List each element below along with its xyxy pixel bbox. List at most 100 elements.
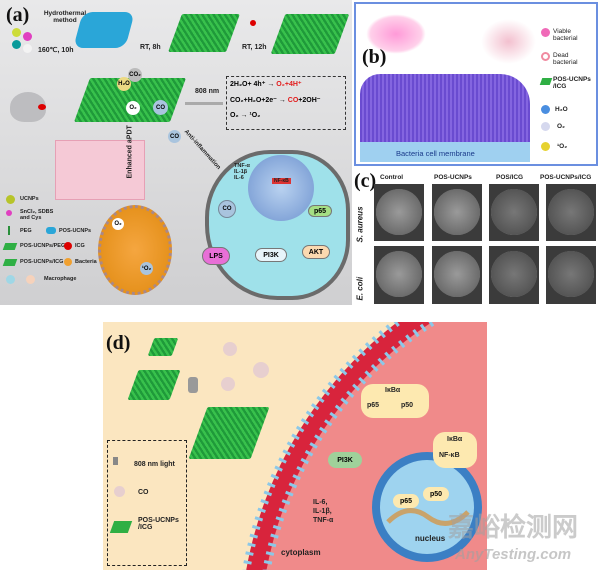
- plate-image: [489, 184, 539, 241]
- legend-label: O₂: [557, 123, 565, 130]
- plate-image: [374, 184, 424, 241]
- plate-image: [432, 246, 482, 304]
- legend-label: Dead bacterial: [553, 52, 578, 66]
- membrane-base: [360, 142, 530, 162]
- equation-3: O₂ → ¹O₂: [230, 112, 261, 119]
- watermark-cn: 嘉峪检测网: [448, 512, 579, 542]
- h2o-icon: [541, 105, 550, 114]
- icg-icon: [64, 242, 72, 250]
- cell-membrane: [360, 74, 530, 144]
- dna-helix: [386, 508, 470, 526]
- pos-ucnps-icg-sheet: [270, 14, 350, 54]
- dna-p65: p65: [393, 494, 419, 508]
- ikba-p65-p50-complex: IκBα p65 p50: [361, 384, 429, 418]
- cytoplasm-label: cytoplasm: [281, 548, 321, 557]
- watermark-en: AnyTesting.com: [455, 546, 572, 563]
- panel-b: Bacteria cell membrane (b) Viable bacter…: [354, 2, 598, 166]
- precursor-icon: [6, 210, 12, 216]
- dead-bacterial-icon: [541, 52, 550, 61]
- panel-b-legend: Viable bacterial Dead bacterial POS-UCNP…: [539, 10, 596, 160]
- pos-ucnps-icg-icon: [2, 259, 18, 266]
- panel-d-legend: 808 nm light CO POS-UCNPs /ICG: [107, 440, 187, 566]
- equation-1: 2H₂O+ 4h⁺ → O₂+4H⁺: [230, 81, 302, 88]
- legend-label: POS-UCNPs /ICG: [553, 76, 591, 90]
- panel-a: (a) Hydrothermal method 160℃, 10h RT, 8h…: [0, 0, 352, 305]
- macrophage-icon: [26, 275, 35, 284]
- wavelength-label: 808 nm: [195, 88, 220, 95]
- panel-c-label: (c): [354, 170, 377, 192]
- pos-ucnps-sheet: [168, 14, 240, 52]
- eq-product: CO: [287, 97, 299, 104]
- eq-product: +4H⁺: [284, 81, 302, 88]
- panel-a-legend: UCNPs SnCl₂, SDBS and Cys PEG POS-UCNPs …: [2, 195, 104, 300]
- co-bubble: CO: [168, 130, 181, 143]
- row-label: E. coli: [355, 276, 365, 301]
- o2-bubble: O₂: [126, 101, 140, 115]
- legend-label: POS-UCNPs /ICG: [138, 517, 179, 531]
- legend-label: UCNPs: [20, 196, 39, 202]
- lipid-heads-outer: [242, 322, 400, 570]
- legend-label: Macrophage: [44, 276, 77, 282]
- infection-site: [38, 104, 46, 110]
- eq-reactants: O₂: [230, 112, 239, 119]
- plate-image: [546, 184, 596, 241]
- singlet-o2-icon: [541, 142, 550, 151]
- legend-label: SnCl₂, SDBS and Cys: [20, 209, 54, 221]
- ucnps-icon: [6, 195, 15, 204]
- ikba-nfkb-complex: IκBα NF-κB: [433, 432, 477, 468]
- viable-bacterial-icon: [541, 28, 550, 37]
- ucnp-substrate: [73, 12, 135, 48]
- bacterium: [98, 205, 172, 295]
- equation-2: CO₂+H₂O+2e⁻ → CO+2OH⁻: [230, 97, 321, 104]
- material-icon: [109, 521, 133, 533]
- legend-label: PEG: [20, 228, 32, 234]
- anti-inflammation-label: Anti-inflammation: [182, 128, 222, 171]
- eq-product: +2OH⁻: [298, 97, 321, 104]
- p65-node: p65: [308, 205, 332, 217]
- o2-icon: [541, 122, 550, 131]
- equations-box: 2H₂O+ 4h⁺ → O₂+4H⁺ CO₂+H₂O+2e⁻ → CO+2OH⁻…: [226, 76, 346, 130]
- lps-node: LPS: [202, 247, 230, 265]
- h2o-bubble: H₂O: [117, 77, 131, 91]
- eq-product: ¹O₂: [249, 112, 261, 119]
- plate-image: [546, 246, 596, 304]
- panel-d: (d) 808 nm light CO POS-UCNPs /ICG PI3K …: [103, 322, 487, 570]
- nucleus: [248, 155, 314, 221]
- singlet-o2-bubble: ¹O₂: [140, 262, 153, 275]
- precursor-sphere: [12, 28, 21, 37]
- plate-image: [432, 184, 482, 241]
- ikba-label: IκBα: [385, 387, 401, 394]
- skin-tissue: [55, 140, 145, 200]
- column-header: POS-UCNPs: [434, 174, 472, 181]
- eq-reactants: CO₂+H₂O+2e⁻: [230, 97, 277, 104]
- row-label: S. aureus: [355, 206, 365, 243]
- pos-ucnps-icon: [46, 227, 56, 234]
- eq-product: O₂: [276, 81, 285, 88]
- cell-membrane-drawing: [242, 322, 487, 570]
- p50-label: p50: [401, 402, 414, 409]
- peg-icon: [8, 226, 11, 235]
- o2-bubble: O₂: [112, 218, 124, 230]
- lipid-heads-inner: [262, 322, 435, 570]
- bacteria-icon: [64, 258, 72, 266]
- step1-condition: 160℃, 10h: [38, 47, 74, 54]
- plate-image: [374, 246, 424, 304]
- precursor-sphere: [12, 40, 21, 49]
- arrow: [185, 102, 223, 105]
- column-header: POS/ICG: [496, 174, 524, 181]
- viable-bacteria-cluster: [366, 14, 426, 54]
- cytokines-label: IL-6, IL-1β, TNF-α: [313, 499, 334, 524]
- precursor-sphere: [23, 32, 32, 41]
- legend-label: POS-UCNPs/ICG: [20, 259, 64, 265]
- column-header: POS-UCNPs/ICG: [540, 174, 592, 181]
- precursor-sphere: [23, 44, 32, 53]
- dead-bacteria-cluster: [481, 19, 536, 64]
- legend-label: POS-UCNPs: [59, 228, 92, 234]
- eq-reactants: 2H₂O+ 4h⁺: [230, 81, 266, 88]
- panel-d-label: (d): [106, 332, 131, 354]
- cytokines-label: TNF-α IL-1β IL-6: [234, 163, 250, 181]
- step3-condition: RT, 12h: [242, 44, 267, 51]
- plate-image: [489, 246, 539, 304]
- legend-label: ¹O₂: [557, 143, 568, 150]
- pos-ucnps-peg-icon: [2, 243, 18, 250]
